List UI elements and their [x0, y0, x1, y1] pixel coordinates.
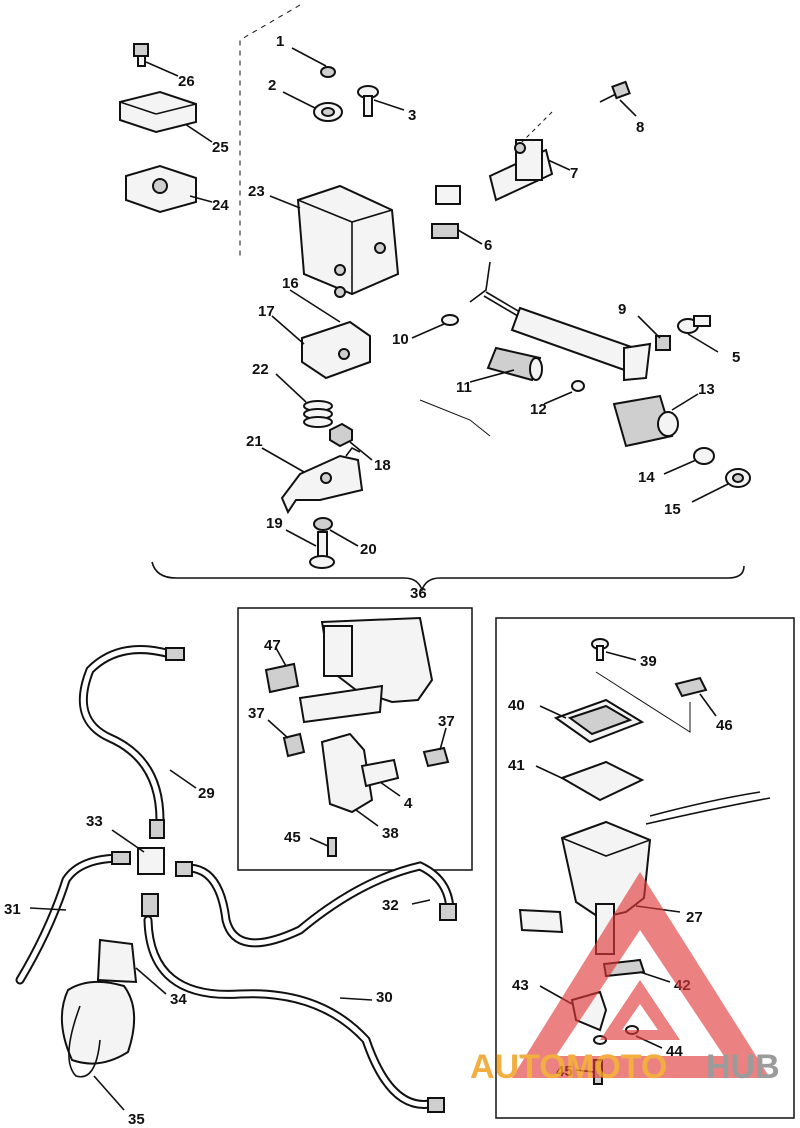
watermark-text-moto: MOTO: [566, 1048, 667, 1086]
label-23: 23: [248, 183, 265, 200]
label-46: 46: [716, 717, 733, 734]
part-5-fitting: [677, 315, 719, 353]
part-9-fitting: [637, 315, 671, 351]
label-1: 1: [276, 33, 284, 50]
label-17: 17: [258, 303, 275, 320]
label-37-right: 37: [438, 713, 455, 730]
part-18-nut: [329, 422, 373, 461]
part-1-nut: [291, 47, 336, 78]
label-38: 38: [382, 825, 399, 842]
part-24-block: [125, 164, 213, 214]
part-26-screw: [133, 43, 179, 77]
label-11: 11: [456, 379, 472, 396]
part-7-bracket: [488, 111, 571, 202]
label-14: 14: [638, 469, 655, 486]
label-40: 40: [508, 697, 525, 714]
label-45-left: 45: [284, 829, 301, 846]
label-47: 47: [264, 637, 281, 654]
label-19: 19: [266, 515, 283, 532]
label-24: 24: [212, 197, 229, 214]
label-5: 5: [732, 349, 740, 366]
label-29: 29: [198, 785, 215, 802]
watermark-text-hub: HUB: [706, 1048, 780, 1086]
label-16: 16: [282, 275, 299, 292]
label-35: 35: [128, 1111, 145, 1128]
part-23-housing: [269, 184, 400, 298]
label-43: 43: [512, 977, 529, 994]
watermark-text-auto: AUTO: [470, 1048, 566, 1086]
part-15-washer: [691, 468, 751, 503]
label-4: 4: [404, 795, 413, 812]
label-21: 21: [246, 433, 263, 450]
part-17-block: [271, 289, 371, 380]
label-36: 36: [410, 585, 427, 602]
label-18: 18: [374, 457, 391, 474]
part-13-grip: [612, 393, 699, 448]
inset-box-mount: [237, 607, 473, 871]
label-37-left: 37: [248, 705, 265, 722]
label-6: 6: [484, 237, 492, 254]
label-2: 2: [268, 77, 276, 94]
label-10: 10: [392, 331, 409, 348]
part-14-cap: [663, 447, 715, 475]
brake-hoses: [15, 645, 457, 1113]
cable-bundle: [469, 261, 652, 382]
label-13: 13: [698, 381, 715, 398]
label-7: 7: [570, 165, 578, 182]
label-8: 8: [636, 119, 644, 136]
watermark-logo: AUTO MOTO HUB: [470, 872, 780, 1086]
label-27: 27: [686, 909, 703, 926]
label-34: 34: [170, 991, 187, 1008]
label-31: 31: [4, 901, 21, 918]
part-21-arm: [261, 446, 364, 515]
part-22-spring: [275, 373, 333, 428]
part-12-washer: [543, 380, 585, 405]
part-6-switch: [431, 185, 483, 245]
part-8-screw: [599, 80, 637, 117]
label-22: 22: [252, 361, 269, 378]
label-9: 9: [618, 301, 626, 318]
part-19-bolt: [285, 529, 335, 569]
label-39: 39: [640, 653, 657, 670]
label-25: 25: [212, 139, 229, 156]
label-26: 26: [178, 73, 195, 90]
part-2-washer: [282, 91, 343, 122]
upper-assembly: [119, 4, 751, 593]
label-32: 32: [382, 897, 399, 914]
part-20-nut: [313, 517, 359, 547]
label-12: 12: [530, 401, 547, 418]
part-number-labels: 1 2 3 26 25 24 23 8 7 6 16 17 9 10 5 22 …: [4, 33, 740, 1128]
watermark-triangle-icon: [512, 872, 770, 1078]
part-11-sleeve: [469, 346, 543, 383]
label-3: 3: [408, 107, 416, 124]
label-30: 30: [376, 989, 393, 1006]
label-41: 41: [508, 757, 525, 774]
part-3-bolt: [357, 85, 405, 117]
part-25-block: [119, 90, 213, 143]
label-33: 33: [86, 813, 103, 830]
label-15: 15: [664, 501, 681, 518]
label-44: 44: [666, 1043, 683, 1060]
label-20: 20: [360, 541, 377, 558]
part-10-clip: [411, 314, 459, 339]
